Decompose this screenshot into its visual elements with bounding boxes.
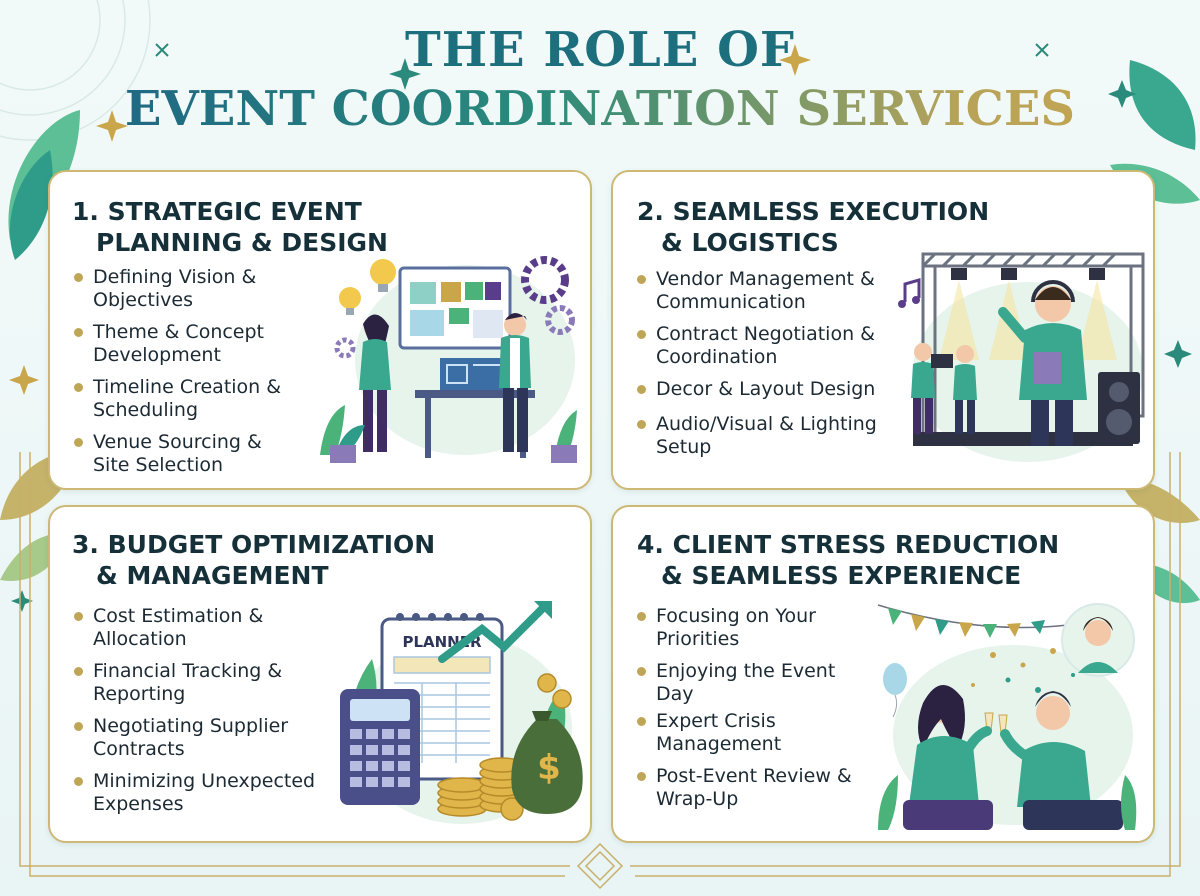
stage-crew-icon bbox=[898, 252, 1145, 462]
list-item: Vendor Management &Communication bbox=[635, 268, 905, 314]
card-title: 1. STRATEGIC EVENT PLANNING & DESIGN bbox=[72, 196, 388, 258]
bullet-dot bbox=[637, 717, 646, 726]
title-line-1: THE ROLE OF bbox=[404, 22, 795, 78]
arc-decoration bbox=[0, 0, 151, 141]
bullet-dot bbox=[74, 273, 83, 282]
card-title-line-2: & SEAMLESS EXPERIENCE bbox=[661, 561, 1022, 590]
planning-team-icon bbox=[320, 256, 577, 463]
bullet-dot bbox=[74, 328, 83, 337]
bullet-dot bbox=[74, 383, 83, 392]
bullet-dot bbox=[74, 438, 83, 447]
title-line-2: EVENT COORDINATION SERVICES bbox=[0, 78, 1200, 140]
card-title-line-1: 3. BUDGET OPTIMIZATION bbox=[72, 530, 436, 559]
card-title-line-1: 4. CLIENT STRESS REDUCTION bbox=[637, 530, 1060, 559]
bullet-dot bbox=[74, 667, 83, 676]
bottom-frame-lines bbox=[19, 452, 1181, 890]
bullet-dot bbox=[637, 275, 646, 284]
list-item: Defining Vision &Objectives bbox=[72, 266, 332, 312]
card-title-line-1: 2. SEAMLESS EXECUTION bbox=[637, 197, 990, 226]
bullet-dot bbox=[74, 612, 83, 621]
card-strategic-planning: 1. STRATEGIC EVENT PLANNING & DESIGN Def… bbox=[48, 170, 592, 490]
card-title-line-2: PLANNING & DESIGN bbox=[96, 228, 388, 257]
card-client-stress-reduction: 4. CLIENT STRESS REDUCTION & SEAMLESS EX… bbox=[611, 505, 1155, 843]
list-item: Post-Event Review &Wrap-Up bbox=[635, 765, 875, 811]
list-item: Timeline Creation &Scheduling bbox=[72, 376, 332, 422]
bullet-dot bbox=[637, 385, 646, 394]
list-item: Cost Estimation &Allocation bbox=[72, 605, 352, 651]
card-title: 3. BUDGET OPTIMIZATION & MANAGEMENT bbox=[72, 529, 435, 591]
card-list: Defining Vision &Objectives Theme & Conc… bbox=[72, 266, 332, 486]
cross-sparkle-icon bbox=[155, 43, 1049, 57]
card-list: Vendor Management &Communication Contrac… bbox=[635, 268, 905, 468]
bullet-dot bbox=[637, 667, 646, 676]
bullet-dot bbox=[74, 722, 83, 731]
bullet-dot bbox=[637, 420, 646, 429]
list-item: Decor & Layout Design bbox=[635, 378, 905, 401]
card-title-line-2: & MANAGEMENT bbox=[96, 561, 329, 590]
bullet-dot bbox=[637, 772, 646, 781]
card-title: 2. SEAMLESS EXECUTION & LOGISTICS bbox=[637, 196, 989, 258]
card-list: Cost Estimation &Allocation Financial Tr… bbox=[72, 605, 352, 825]
list-item: Financial Tracking &Reporting bbox=[72, 660, 352, 706]
page-title: THE ROLE OF EVENT COORDINATION SERVICES bbox=[0, 22, 1200, 140]
card-title-line-1: 1. STRATEGIC EVENT bbox=[72, 197, 362, 226]
bullet-dot bbox=[637, 330, 646, 339]
card-title-line-2: & LOGISTICS bbox=[661, 228, 839, 257]
card-seamless-execution: 2. SEAMLESS EXECUTION & LOGISTICS Vendor… bbox=[611, 170, 1155, 490]
svg-text:$: $ bbox=[537, 748, 561, 788]
card-title: 4. CLIENT STRESS REDUCTION & SEAMLESS EX… bbox=[637, 529, 1059, 591]
card-budget-optimization: 3. BUDGET OPTIMIZATION & MANAGEMENT Cost… bbox=[48, 505, 592, 843]
bullet-dot bbox=[74, 777, 83, 786]
celebration-toast-icon bbox=[877, 603, 1137, 830]
list-item: Contract Negotiation &Coordination bbox=[635, 323, 905, 369]
sparkle-icon bbox=[9, 44, 1192, 612]
budget-planner-icon: PLANNER $ bbox=[340, 601, 583, 824]
bullet-dot bbox=[637, 612, 646, 621]
list-item: Venue Sourcing &Site Selection bbox=[72, 431, 332, 477]
